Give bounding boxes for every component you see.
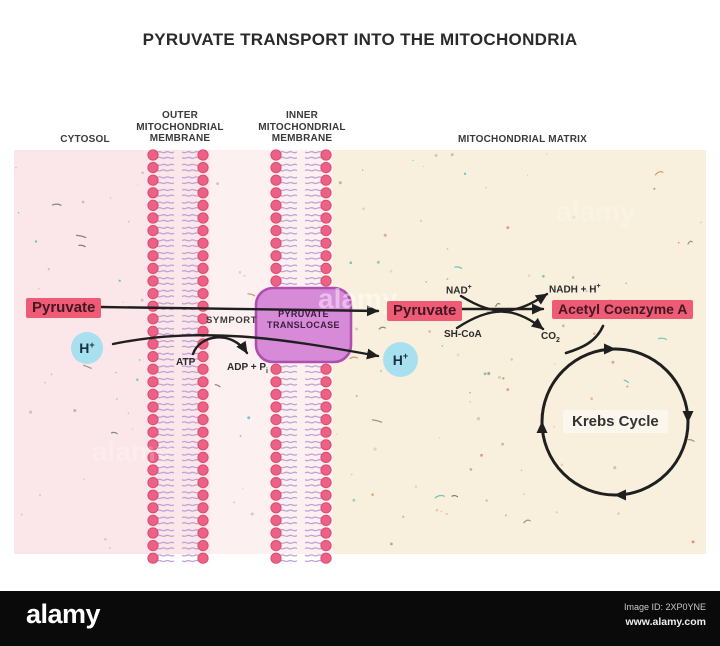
co2-label: CO2 (541, 331, 560, 344)
pyruvate-cytosol-label: Pyruvate (26, 298, 102, 318)
h-plus-sup: + (89, 339, 95, 350)
nad-sup: + (467, 284, 472, 291)
region-label-line: MITOCHONDRIAL (258, 121, 346, 133)
acetyl-coa-label: Acetyl Coenzyme A (552, 300, 694, 319)
co2-text: CO (541, 331, 556, 342)
region-label-line: OUTER (162, 110, 198, 121)
region-label-line: INNER (285, 110, 319, 121)
region-label-cytosol: CYTOSOL (60, 134, 110, 145)
alamy-logo: alamy (26, 599, 101, 629)
h-plus-cytosol-badge: H+ (71, 332, 103, 364)
translocase-line: TRANSLOCASE (267, 320, 340, 330)
region-label-line: MEMBRANE (271, 133, 333, 144)
h-plus-label: H (392, 351, 403, 368)
region-label-matrix: MITOCHONDRIAL MATRIX (458, 134, 587, 145)
nadh-label: NADH + H+ (549, 283, 601, 295)
adp-pi-label: ADP + Pi (227, 362, 268, 375)
alamy-url-text: www.alamy.com (625, 616, 706, 628)
nadh-sup: + (596, 283, 601, 290)
region-label-outer-membrane: OUTER MITOCHONDRIAL MEMBRANE (128, 110, 232, 145)
h-plus-sup: + (402, 351, 409, 361)
intermembrane-background (210, 150, 333, 554)
cytosol-background (14, 150, 210, 554)
adp-text: ADP + P (227, 362, 266, 373)
sh-coa-label: SH-CoA (444, 329, 482, 340)
atp-label: ATP (176, 357, 196, 368)
page-title: PYRUVATE TRANSPORT INTO THE MITOCHONDRIA (142, 30, 578, 49)
region-label-line: MEMBRANE (149, 133, 211, 144)
region-label-line: MITOCHONDRIAL (136, 121, 224, 133)
region-label-inner-membrane: INNER MITOCHONDRIAL MEMBRANE (250, 110, 354, 145)
image-id-text: Image ID: 2XP0YNE (623, 602, 706, 612)
h-plus-label: H (79, 340, 90, 356)
nadh-text: NADH + H (549, 284, 597, 296)
h-plus-matrix-badge: H+ (383, 342, 418, 377)
krebs-cycle-label: Krebs Cycle (563, 410, 668, 433)
pyruvate-translocase-label: PYRUVATE TRANSLOCASE (256, 309, 351, 331)
translocase-line: PYRUVATE (278, 309, 329, 319)
nad-label: NAD+ (446, 284, 472, 296)
co2-sub: 2 (556, 337, 560, 344)
symport-label: SYMPORT (206, 315, 258, 326)
nad-text: NAD (446, 285, 468, 297)
pyruvate-matrix-label: Pyruvate (387, 301, 463, 321)
adp-sub: i (266, 368, 268, 375)
alamy-footer-bar: alamy Image ID: 2XP0YNE www.alamy.com (0, 591, 720, 646)
